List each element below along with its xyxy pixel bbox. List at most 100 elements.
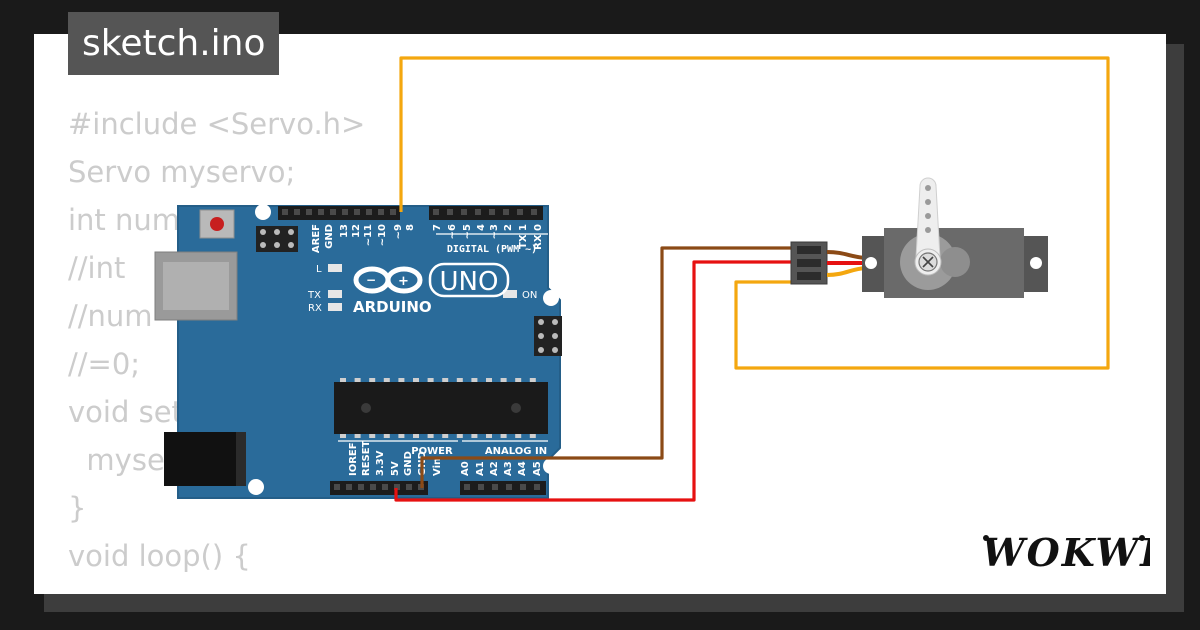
code-line: void loop() {	[68, 539, 251, 573]
pin-label: ~10	[377, 224, 388, 246]
led-tx-label: TX	[307, 290, 321, 301]
wokwi-logo-text: WOKWI	[982, 530, 1150, 575]
power-jack	[164, 432, 244, 486]
usb-connector-inner	[163, 262, 229, 310]
header-pin[interactable]	[394, 484, 400, 490]
header-pin[interactable]	[342, 209, 348, 215]
header-pin[interactable]	[447, 209, 453, 215]
code-line: int num	[68, 203, 181, 237]
header-pin[interactable]	[306, 209, 312, 215]
pin-label: RESET	[361, 440, 372, 476]
pin-label: IOREF	[348, 442, 359, 476]
header-pin[interactable]	[534, 484, 540, 490]
header-pin[interactable]	[517, 209, 523, 215]
pin-label: A5	[532, 461, 543, 476]
pin-label: ~5	[462, 224, 473, 239]
pin-label: AREF	[311, 224, 322, 253]
led-on	[503, 290, 517, 298]
pin-label: 13	[339, 224, 350, 238]
pin-label: 8	[405, 224, 416, 231]
digital-header[interactable]	[278, 206, 543, 220]
pin-label: GND	[324, 224, 335, 249]
header-pin[interactable]	[406, 484, 412, 490]
mounting-hole	[255, 204, 271, 220]
pin-label: 2	[503, 224, 514, 231]
header-pin[interactable]	[334, 484, 340, 490]
icsp-header-top	[256, 226, 298, 252]
header-pin[interactable]	[294, 209, 300, 215]
power-header[interactable]	[330, 481, 428, 495]
mounting-hole	[543, 290, 559, 306]
header-pin[interactable]	[478, 484, 484, 490]
header-pin[interactable]	[346, 484, 352, 490]
code-line: //num	[68, 299, 153, 333]
header-pin[interactable]	[433, 209, 439, 215]
svg-text:−: −	[366, 273, 376, 287]
header-pin[interactable]	[358, 484, 364, 490]
pin-label: ~11	[363, 224, 374, 246]
pin-label: RX 0	[533, 224, 544, 250]
header-pin[interactable]	[330, 209, 336, 215]
led-on-label: ON	[522, 290, 537, 301]
pin-label: A3	[503, 461, 514, 476]
header-pin[interactable]	[475, 209, 481, 215]
code-line: //=0;	[68, 347, 141, 381]
header-pin[interactable]	[282, 209, 288, 215]
header-pin[interactable]	[378, 209, 384, 215]
header-pin[interactable]	[318, 209, 324, 215]
mounting-hole	[543, 458, 559, 474]
pin-label: 5V	[390, 461, 401, 476]
atmega-chip	[334, 378, 548, 438]
led-rx	[328, 303, 342, 311]
code-line: //int	[68, 251, 126, 285]
led-l	[328, 264, 342, 272]
header-pin[interactable]	[382, 484, 388, 490]
board-brand: ARDUINO	[353, 298, 432, 316]
signal-wire[interactable]	[399, 56, 1110, 370]
sketch-title: sketch.ino	[68, 12, 280, 75]
arduino-infinity-logo	[353, 266, 423, 294]
wokwi-logo: WOKWI	[982, 530, 1150, 575]
header-pin[interactable]	[464, 484, 470, 490]
analog-label: ANALOG IN	[485, 446, 547, 457]
pin-label: A2	[489, 461, 500, 476]
reset-button[interactable]	[199, 209, 235, 239]
servo-motor[interactable]	[790, 177, 1048, 298]
code-line: }	[68, 491, 87, 525]
header-pin[interactable]	[531, 209, 537, 215]
header-pin[interactable]	[492, 484, 498, 490]
header-pin[interactable]	[390, 209, 396, 215]
pin-label: 3.3V	[375, 450, 386, 476]
header-pin[interactable]	[503, 209, 509, 215]
header-pin[interactable]	[366, 209, 372, 215]
pin-label: A4	[517, 461, 528, 476]
header-pin[interactable]	[354, 209, 360, 215]
header-pin[interactable]	[461, 209, 467, 215]
code-background: #include <Servo.h>Servo myservo;int num/…	[68, 100, 768, 580]
ground-wire[interactable]	[420, 246, 795, 488]
power-wire[interactable]	[394, 260, 795, 502]
pin-label: A1	[475, 461, 486, 476]
analog-header[interactable]	[460, 481, 546, 495]
pin-label: ~3	[489, 224, 500, 239]
code-line: void set	[68, 395, 183, 429]
pin-label: 7	[432, 224, 443, 231]
power-jack-rim	[236, 432, 246, 486]
pin-label: ~9	[393, 224, 404, 239]
pin-label: GND	[403, 451, 414, 476]
svg-text:+: +	[398, 274, 409, 289]
pin-label: 12	[351, 224, 362, 238]
header-pin[interactable]	[370, 484, 376, 490]
led-rx-label: RX	[308, 303, 322, 314]
digital-header-label: DIGITAL (PWM ~)	[447, 244, 537, 255]
header-pin[interactable]	[520, 484, 526, 490]
uno-badge	[428, 262, 510, 298]
pin-label: A0	[460, 461, 471, 476]
header-pin[interactable]	[489, 209, 495, 215]
header-pin[interactable]	[506, 484, 512, 490]
led-tx	[328, 290, 342, 298]
code-line: myse	[68, 443, 165, 477]
